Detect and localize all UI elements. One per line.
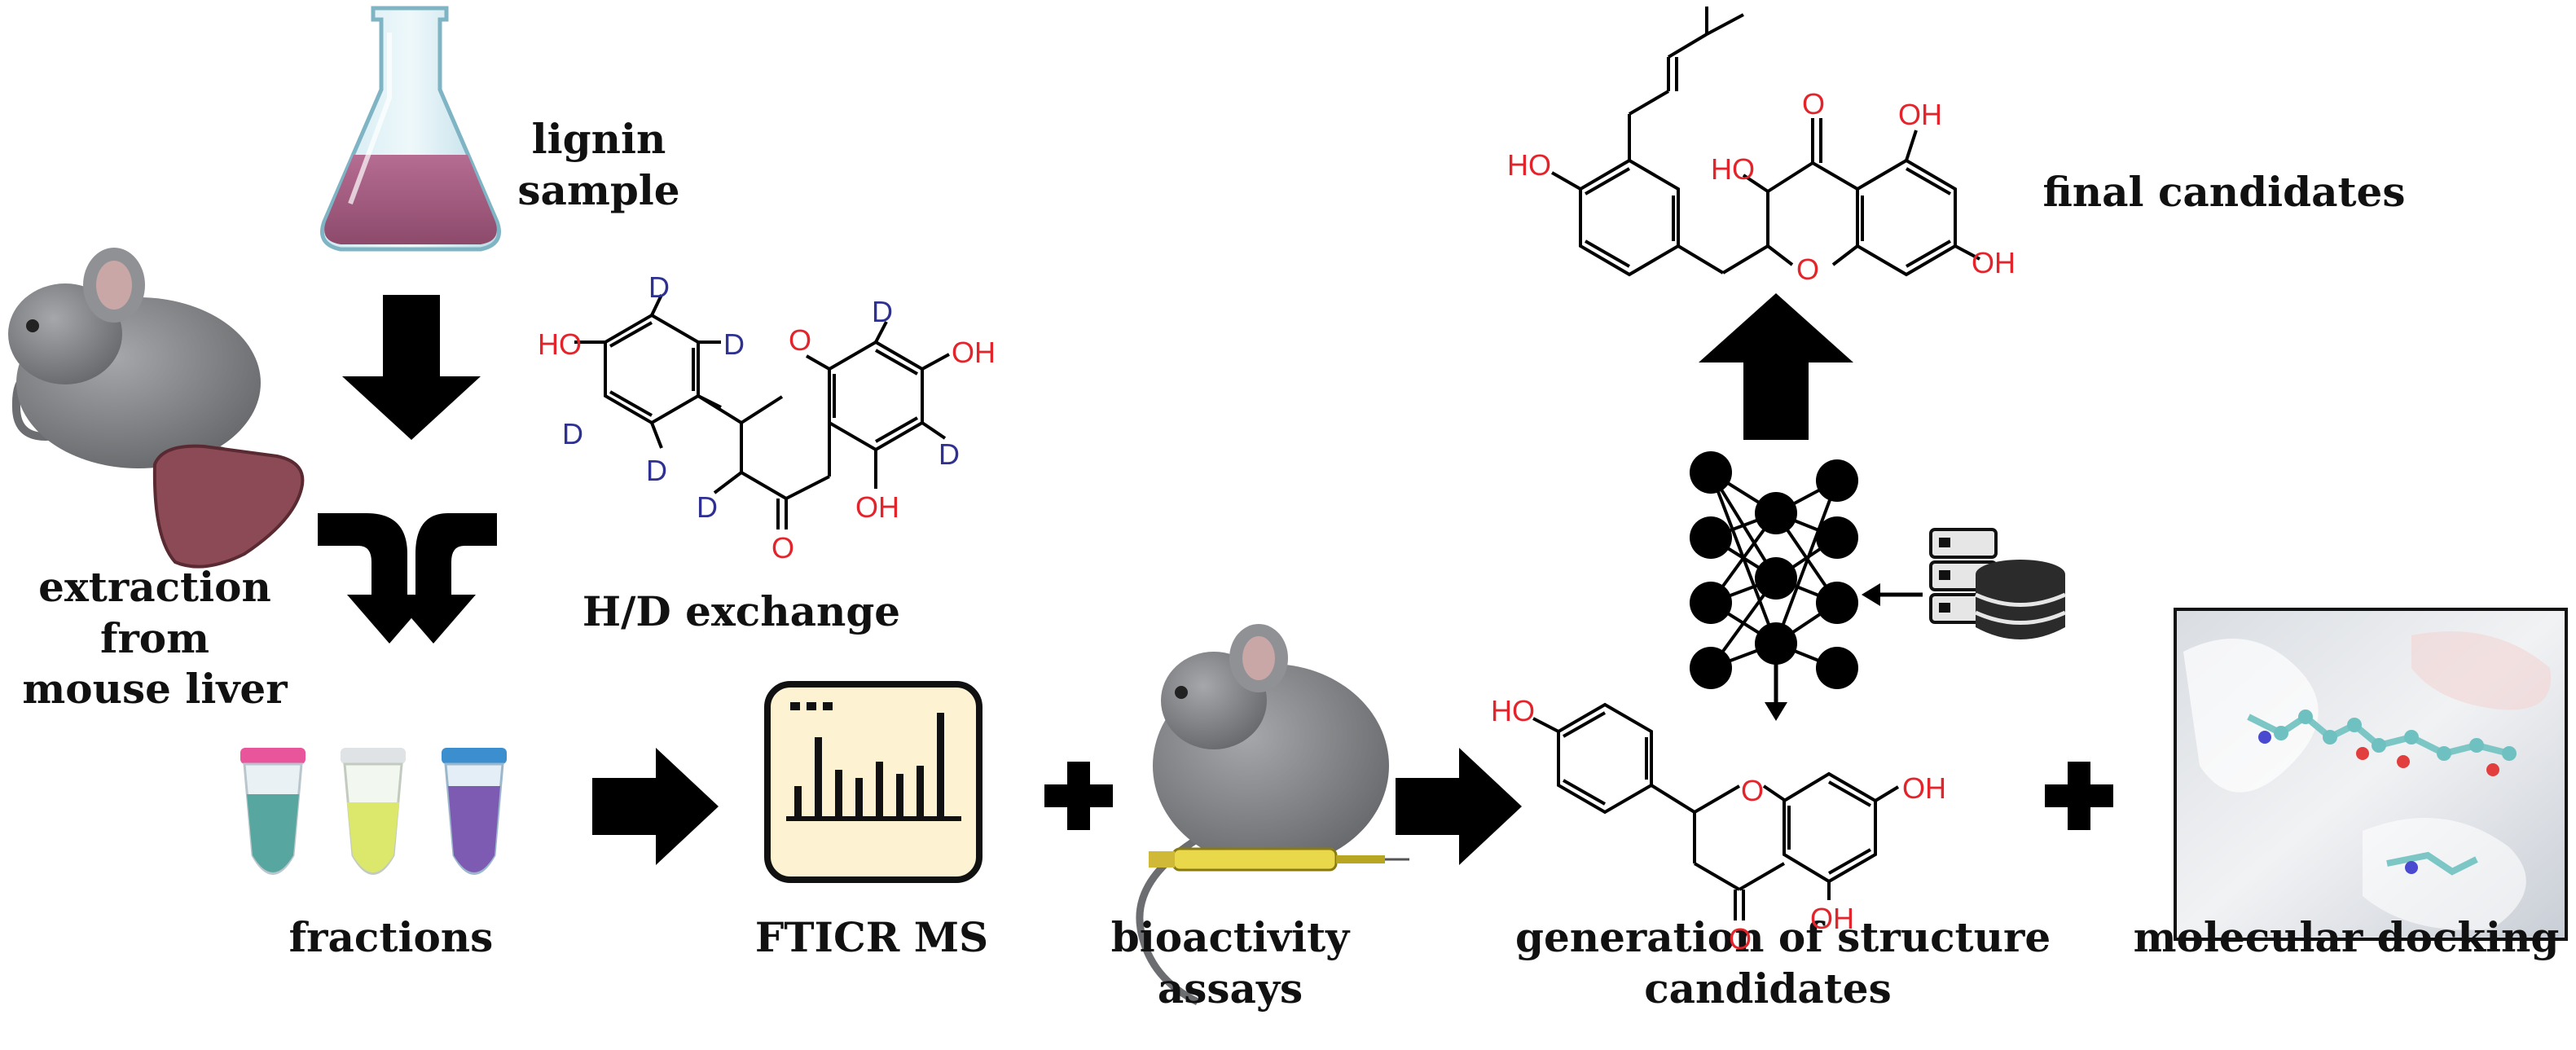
lignin-label-line2: sample <box>517 165 680 214</box>
fractions-label: fractions <box>288 913 494 961</box>
final-ho-2: HO <box>1711 152 1755 186</box>
d-flavanone-d7: D <box>939 437 960 471</box>
d-flavanone-d2: D <box>723 327 745 361</box>
neural-network-icon <box>1690 451 1858 689</box>
deuterated-flavanone-structure <box>574 294 950 529</box>
d-flavanone-d4: D <box>646 454 667 487</box>
mouse-left-icon <box>8 248 261 468</box>
plus-icon-1 <box>1044 762 1113 830</box>
database-to-network-arrow <box>1862 583 1923 606</box>
gen-ho: HO <box>1491 694 1535 727</box>
final-o-ring: O <box>1796 253 1820 286</box>
final-o-keto: O <box>1802 87 1826 121</box>
tube-blue <box>442 748 507 875</box>
gen-oh-2: OH <box>1810 902 1854 935</box>
mouse-syringe-icon <box>1136 624 1409 1006</box>
network-to-structure-arrow <box>1765 660 1787 721</box>
d-flavanone-d1: D <box>648 270 670 304</box>
fticr-spectrum-icon <box>764 681 982 883</box>
docking-image <box>2174 608 2568 941</box>
gen-o-keto: O <box>1729 922 1752 956</box>
right-arrow-1 <box>592 748 719 865</box>
extraction-label-line2: from <box>99 613 210 662</box>
final-candidates-label: final candidates <box>2042 168 2406 216</box>
gen-oh-1: OH <box>1902 771 1946 805</box>
generation-label-line1: generation of structure <box>1515 913 2051 961</box>
d-flavanone-d5: D <box>697 490 718 524</box>
hd-exchange-label: H/D exchange <box>582 587 901 635</box>
down-arrow-flask <box>342 295 481 440</box>
merge-arrows-icon <box>318 513 497 644</box>
d-flavanone-o-keto: O <box>771 531 795 565</box>
bioactivity-label: bioactivity assays <box>1084 912 1377 1014</box>
liver-icon <box>152 444 305 569</box>
generation-label-line2: candidates <box>1644 964 1892 1013</box>
docking-label: molecular docking <box>2133 913 2560 961</box>
tube-pink <box>240 748 306 875</box>
d-flavanone-oh1: OH <box>952 336 996 369</box>
plus-icon-2 <box>2045 762 2113 830</box>
server-database-icon <box>1929 528 2067 639</box>
bioactivity-label-line2: assays <box>1157 964 1303 1013</box>
d-flavanone-oh2: OH <box>855 490 899 524</box>
final-oh-1: OH <box>1898 98 1942 131</box>
d-flavanone-ho: HO <box>538 327 582 361</box>
bioactivity-label-line1: bioactivity <box>1110 913 1350 961</box>
d-flavanone-d6: D <box>872 295 893 328</box>
d-flavanone-o-ring: O <box>789 323 812 357</box>
lignin-label-line1: lignin <box>531 115 666 163</box>
up-arrow-final <box>1699 293 1853 440</box>
fraction-tubes-icon <box>240 748 507 875</box>
right-arrow-2 <box>1396 748 1522 865</box>
tube-yellow <box>341 748 406 875</box>
fticr-label: FTICR MS <box>754 913 989 961</box>
final-ho-1: HO <box>1507 148 1551 182</box>
gen-o-ring: O <box>1741 774 1765 807</box>
extraction-label-line1: extraction <box>38 563 271 611</box>
lignin-flask-icon <box>320 6 501 252</box>
generation-label: generation of structure candidates <box>1515 912 2051 1014</box>
extraction-label: extraction from mouse liver <box>16 562 293 715</box>
extraction-label-line3: mouse liver <box>22 665 288 713</box>
lignin-sample-label: lignin sample <box>509 114 688 216</box>
generated-structure <box>1532 702 1900 920</box>
d-flavanone-d3: D <box>562 417 583 450</box>
final-candidate-structure <box>1551 7 1980 277</box>
final-oh-2: OH <box>1972 246 2016 279</box>
